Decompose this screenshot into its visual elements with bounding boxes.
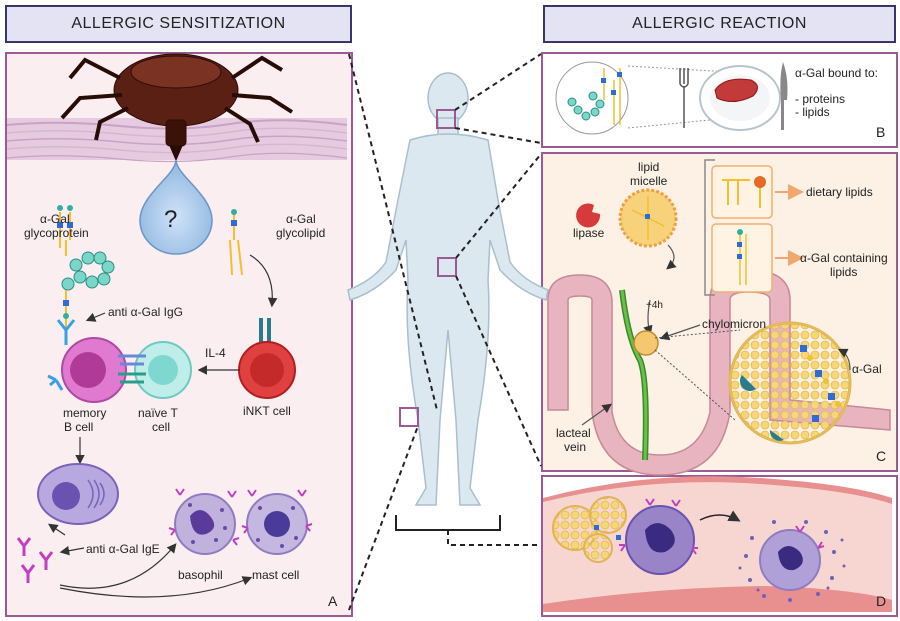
header-allergic-reaction: ALLERGIC REACTION [543,5,896,43]
containing-label-2: lipids [830,265,858,279]
chylomicron-icon [633,330,659,356]
degranulated-cell-icon [738,520,846,602]
tick-icon [60,53,294,162]
basophil-icon [168,488,240,555]
bound-label: α-Gal bound to: [795,66,878,80]
ige-label: anti α-Gal IgE [86,542,160,556]
memory-b-label-2: B cell [64,420,94,434]
human-body-icon [347,72,549,506]
header-allergic-sensitization: ALLERGIC SENSITIZATION [5,5,352,43]
glycolipid-label-1: α-Gal [286,212,316,226]
basophil-label: basophil [178,568,223,582]
naive-t-label-2: cell [152,420,171,434]
glycolipid-icon [229,209,243,276]
inkt-label: iNKT cell [243,404,291,418]
ige-antibodies-icon [16,537,54,583]
lipase-icon [576,203,601,228]
lipids-label: - lipids [795,105,830,119]
il4-label: IL-4 [205,346,226,360]
chylomicron-d-icon [552,496,627,563]
glycolipid-label-2: glycolipid [276,226,326,240]
fork-icon [679,68,689,128]
glycoprotein-icon [56,205,115,345]
igg-label: anti α-Gal IgG [108,305,183,319]
mast-cell-label: mast cell [252,568,300,582]
knife-icon [780,62,788,130]
chylomicron-label: chylomicron [702,317,767,331]
micelle-label-2: micelle [630,174,668,188]
panel-d-letter: D [876,593,887,609]
lacteal-label-2: vein [564,440,587,454]
micelle-label-1: lipid [638,160,660,174]
lipase-label: lipase [573,226,605,240]
glycoprotein-label-1: α-Gal [40,212,70,226]
time-label: +4h [646,300,663,311]
panel-c-letter: C [876,448,887,464]
connector-lines [348,53,542,611]
lacteal-label-1: lacteal [556,426,591,440]
basophil-d-icon [619,498,698,575]
naive-t-cell-icon [134,341,192,399]
mast-cell-icon [241,489,313,555]
memory-b-label-1: memory [63,406,107,420]
synapse-icon [118,354,146,384]
proteins-label: - proteins [795,92,846,106]
inkt-cell-icon [238,318,296,399]
chylomicron-zoom-icon [728,321,852,445]
glycoprotein-label-2: glycoprotein [24,226,89,240]
panel-b-letter: B [876,124,886,140]
unknown-mark: ? [164,206,178,233]
glycan-zoom-icon [555,61,629,135]
plate-icon [699,65,781,131]
dietary-lipids-label: dietary lipids [806,185,873,199]
memory-b-cell-icon [47,337,127,403]
containing-label-1: α-Gal containing [800,251,888,265]
lipid-micelle-icon [618,188,678,248]
saliva-drop [139,159,213,255]
naive-t-label-1: naïve T [138,406,178,420]
agal-label: α-Gal [852,362,882,376]
plasma-cell-icon [37,463,119,525]
panel-a-letter: A [328,593,338,609]
